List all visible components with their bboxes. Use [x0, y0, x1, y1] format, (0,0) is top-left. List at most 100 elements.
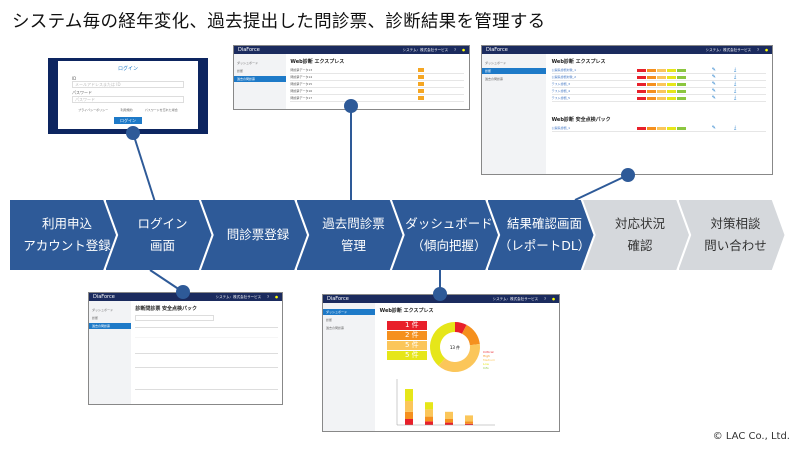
connector-dot — [433, 287, 447, 301]
service-name: システム：株式会社サービス — [705, 47, 752, 52]
table-row[interactable]: 問診票データ13 — [290, 67, 465, 74]
nav-dashboard[interactable]: ダッシュボード — [92, 308, 114, 312]
brand-logo: DiaForce — [327, 296, 349, 302]
download-icon[interactable]: ⤓ — [733, 67, 737, 73]
donut-slice — [454, 322, 467, 334]
password-input[interactable]: パスワード — [72, 96, 184, 103]
login-button[interactable]: ログイン — [114, 117, 142, 124]
forgot-password-link[interactable]: パスワードを忘れた場合 — [144, 108, 178, 112]
folder-icon[interactable] — [418, 82, 425, 86]
brand-logo: DiaForce — [238, 47, 260, 53]
trend-bar-chart — [396, 379, 495, 426]
target-link[interactable]: テスト診断_5 — [551, 96, 571, 100]
nav-diagnosis[interactable]: 診断 — [326, 318, 333, 322]
step-8: 対策相談 問い合わせ — [678, 200, 785, 270]
legend-item: Low — [483, 362, 489, 366]
row-name: 問診票データ16 — [290, 89, 313, 93]
table-row[interactable]: テスト診断_4 ✎ ⤓ — [551, 88, 767, 95]
terms-link[interactable]: 利用規約 — [120, 108, 133, 112]
nav-past[interactable]: 過去の問診票 — [485, 77, 504, 81]
step-3: 問診票登録 — [201, 200, 307, 270]
edit-icon[interactable]: ✎ — [711, 88, 716, 94]
severity-bar — [637, 75, 687, 79]
bar-segment — [464, 421, 473, 424]
nav-past[interactable]: 過去の問診票 — [234, 76, 286, 82]
edit-icon[interactable]: ✎ — [711, 67, 716, 73]
edit-icon[interactable]: ✎ — [711, 81, 716, 87]
bar-segment — [464, 415, 473, 422]
target-link[interactable]: テスト診断_3 — [551, 82, 571, 86]
table-row[interactable]: 問診票データ15 — [290, 81, 465, 88]
user-icon[interactable]: ● — [551, 297, 555, 301]
nav-dashboard[interactable]: ダッシュボード — [323, 309, 375, 315]
severity-count: 1 件 — [386, 321, 427, 330]
service-name: システム：株式会社サービス — [492, 296, 539, 301]
target-link[interactable]: 公開系診断対象_1 — [551, 68, 577, 72]
bar-segment — [444, 411, 453, 419]
bar-segment — [404, 401, 413, 412]
form-section — [135, 353, 279, 363]
folder-icon[interactable] — [418, 75, 425, 79]
table-row[interactable]: テスト診断_3 ✎ ⤓ — [551, 81, 767, 88]
table-row[interactable]: 問診票データ16 — [290, 88, 465, 95]
step-label: 問診票登録 — [226, 227, 290, 242]
target-link[interactable]: テスト診断_4 — [551, 89, 571, 93]
step-7: 対応状況 確認 — [583, 200, 689, 270]
help-icon[interactable]: ? — [454, 48, 456, 52]
row-name: 問診票データ15 — [290, 82, 313, 86]
select-field[interactable] — [135, 315, 214, 321]
user-icon[interactable]: ● — [764, 48, 768, 52]
id-input[interactable]: メールアドレスまたは ID — [72, 81, 184, 88]
user-icon[interactable]: ● — [274, 295, 278, 299]
bar-segment — [404, 419, 413, 425]
target-link[interactable]: 公開系診断_1 — [551, 126, 571, 130]
help-icon[interactable]: ? — [757, 48, 759, 52]
download-icon[interactable]: ⤓ — [733, 125, 737, 131]
nav-past[interactable]: 過去の問診票 — [326, 326, 345, 330]
donut-total: 13 件 — [449, 344, 459, 350]
step-label: 利用申込 アカウント登録 — [23, 216, 111, 253]
folder-icon[interactable] — [418, 68, 425, 72]
section-heading: Web診断 エクスプレス — [290, 59, 345, 65]
table-row[interactable]: 公開系診断対象_1 ✎ ⤓ — [551, 67, 767, 74]
process-flow: 利用申込 アカウント登録ログイン 画面問診票登録過去問診票 管理ダッシュボード … — [10, 200, 800, 270]
bar-segment — [404, 389, 413, 401]
download-icon[interactable]: ⤓ — [733, 95, 737, 101]
help-icon[interactable]: ? — [544, 297, 546, 301]
edit-icon[interactable]: ✎ — [711, 74, 716, 80]
legend-item: High — [483, 354, 490, 358]
severity-bar — [637, 96, 687, 100]
service-name: システム：株式会社サービス — [402, 47, 449, 52]
download-icon[interactable]: ⤓ — [733, 88, 737, 94]
user-icon[interactable]: ● — [461, 48, 465, 52]
legend-item: Medium — [483, 358, 495, 362]
download-icon[interactable]: ⤓ — [733, 74, 737, 80]
table-row[interactable]: 問診票データ14 — [290, 74, 465, 81]
severity-count: 2 件 — [386, 331, 427, 340]
table-row[interactable]: 公開系診断_1 ✎ ⤓ — [551, 125, 767, 132]
help-icon[interactable]: ? — [267, 295, 269, 299]
nav-diagnosis[interactable]: 診断 — [237, 69, 244, 73]
form-section — [135, 327, 279, 349]
section-heading: Web診断 エクスプレス — [551, 59, 606, 65]
target-link[interactable]: 公開系診断対象_2 — [551, 75, 577, 79]
edit-icon[interactable]: ✎ — [711, 125, 716, 131]
table-row[interactable]: テスト診断_5 ✎ ⤓ — [551, 95, 767, 102]
nav-dashboard[interactable]: ダッシュボード — [237, 61, 259, 65]
nav-diagnosis[interactable]: 診断 — [92, 316, 99, 320]
nav-diagnosis[interactable]: 診断 — [482, 68, 546, 74]
table-row[interactable]: 公開系診断対象_2 ✎ ⤓ — [551, 74, 767, 81]
nav-dashboard[interactable]: ダッシュボード — [485, 61, 507, 65]
edit-icon[interactable]: ✎ — [711, 95, 716, 101]
privacy-link[interactable]: プライバシーポリシー — [78, 108, 109, 112]
nav-past[interactable]: 過去の問診票 — [89, 323, 132, 329]
download-icon[interactable]: ⤓ — [733, 81, 737, 87]
table-row[interactable]: 問診票データ17 — [290, 95, 465, 102]
row-name: 問診票データ14 — [290, 75, 313, 79]
folder-icon[interactable] — [418, 89, 425, 93]
folder-icon[interactable] — [418, 96, 425, 100]
